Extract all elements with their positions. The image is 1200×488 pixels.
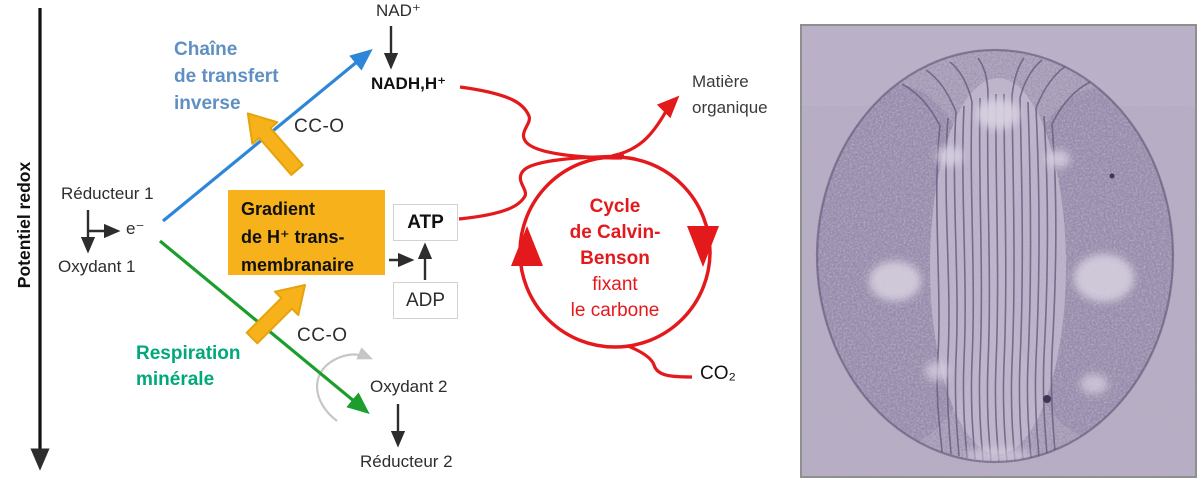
electron-label: e⁻ — [126, 219, 145, 238]
inverse-chain-line2: de transfert — [174, 66, 279, 87]
organic-matter-output-arrow — [611, 95, 680, 158]
mineral-respiration-label: Respiration minérale — [136, 341, 241, 393]
electron-flow-curved-arrow — [316, 347, 374, 422]
inverse-chain-line3: inverse — [174, 93, 241, 114]
atp-input-curve — [458, 154, 625, 221]
organic-matter-line1: Matière — [692, 72, 749, 91]
inverse-chain-line1: Chaîne — [174, 39, 238, 60]
organic-matter-line2: organique — [692, 98, 768, 117]
mineral-respiration-line2: minérale — [136, 369, 215, 390]
cycle-arrowhead-down — [687, 226, 719, 267]
nadh-label: NADH,H⁺ — [371, 74, 447, 93]
nad-plus-label: NAD⁺ — [376, 1, 421, 20]
oxidant1-label: Oxydant 1 — [58, 257, 136, 276]
calvin-line1: Cycle — [589, 196, 641, 217]
inverse-chain-label: Chaîne de transfert inverse — [174, 36, 279, 117]
cco-block-arrow-lower — [245, 283, 307, 345]
gradient-box-line2: de H⁺ trans- — [241, 227, 345, 247]
nadh-input-curve — [459, 85, 623, 160]
gradient-box-line1: Gradient — [241, 199, 316, 219]
atp-box: ATP — [393, 204, 458, 241]
calvin-line3: Benson — [580, 248, 650, 269]
membrane-lamellae — [901, 57, 1091, 462]
redox-axis-label: Potentiel redox — [14, 161, 34, 289]
gradient-box-line3: membranaire — [241, 255, 355, 275]
co2-input-curve — [627, 344, 693, 379]
co2-label: CO₂ — [700, 363, 736, 384]
reducer2-label: Réducteur 2 — [360, 452, 453, 471]
mineral-respiration-line1: Respiration — [136, 343, 241, 364]
adp-box: ADP — [393, 282, 458, 319]
bacterial-cell — [817, 50, 1173, 462]
cco-label-lower: CC-O — [297, 325, 348, 346]
calvin-line2: de Calvin- — [569, 222, 661, 243]
calvin-cycle-label: Cycle de Calvin- Benson fixant le carbon… — [552, 194, 678, 324]
calvin-line4: fixant — [592, 274, 638, 295]
cycle-arrowhead-up — [511, 226, 543, 266]
atp-label: ATP — [407, 211, 444, 233]
micrograph-rendering — [802, 26, 1195, 476]
cco-block-arrow-upper — [246, 112, 304, 176]
reducer1-label: Réducteur 1 — [61, 184, 154, 203]
organic-matter-label: Matière organique — [692, 69, 768, 121]
cell-membrane-outline — [815, 48, 1175, 464]
proton-gradient-box: Gradient de H⁺ trans- membranaire — [228, 190, 385, 275]
calvin-line5: le carbone — [570, 300, 660, 321]
oxidant2-label: Oxydant 2 — [370, 377, 448, 396]
cco-label-upper: CC-O — [294, 116, 345, 137]
light-patches — [869, 99, 1134, 462]
electron-micrograph-photo — [800, 24, 1197, 478]
adp-label: ADP — [405, 289, 446, 311]
